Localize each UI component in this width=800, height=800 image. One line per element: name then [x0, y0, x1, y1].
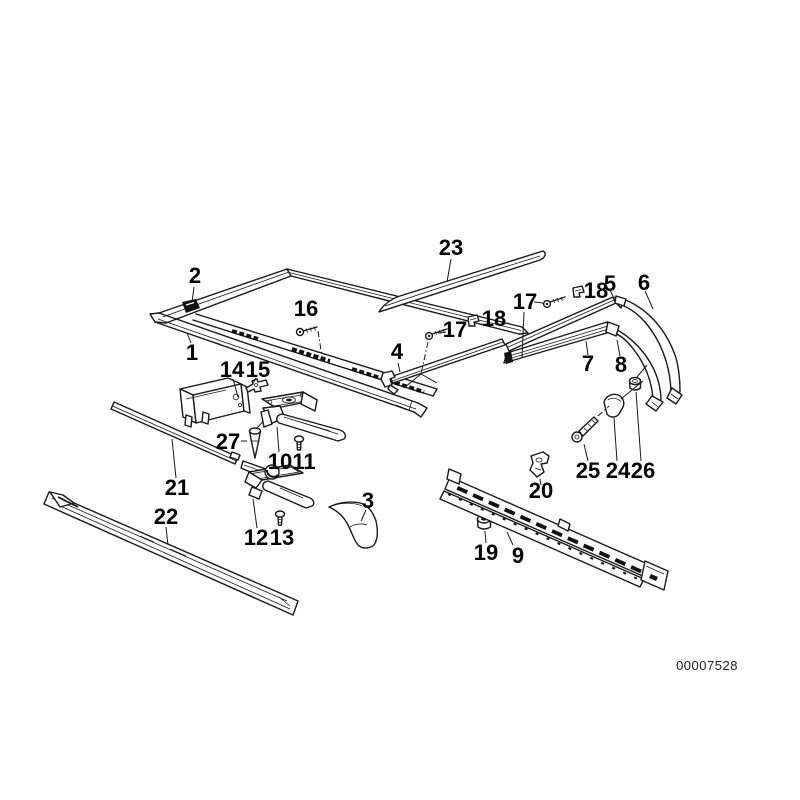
- callout-8: 8: [615, 352, 627, 377]
- callout-23: 23: [439, 235, 463, 260]
- clip-part-20: [529, 451, 550, 486]
- leader-lines: [165, 258, 654, 546]
- callout-2: 2: [189, 263, 201, 288]
- screw-part-11: [293, 435, 305, 451]
- bracket-part-14: [179, 377, 251, 428]
- callout-11: 11: [292, 449, 315, 474]
- callout-7: 7: [582, 351, 594, 376]
- screw-part-17-left: [424, 328, 448, 341]
- sill-part-22: [43, 491, 299, 616]
- corner-trim-part-3: [328, 501, 379, 549]
- callout-24: 24: [606, 458, 631, 483]
- screw-part-13: [274, 510, 286, 526]
- callout-21: 21: [165, 475, 189, 500]
- callout-25: 25: [576, 458, 600, 483]
- trim-band-part-6: [614, 295, 683, 405]
- callout-3: 3: [362, 488, 374, 513]
- callout-4: 4: [391, 339, 404, 364]
- callout-26: 26: [631, 458, 655, 483]
- callout-18-left: 18: [482, 306, 506, 331]
- callout-19: 19: [474, 540, 498, 565]
- slider-part-10: [260, 391, 347, 442]
- trim-band-part-8: [605, 321, 664, 412]
- document-code: 00007528: [676, 658, 738, 673]
- callout-17-right: 17: [513, 289, 537, 314]
- callout-14: 14: [220, 357, 245, 382]
- clip-part-18-left: [467, 314, 480, 327]
- callout-16: 16: [294, 296, 318, 321]
- nut-part-26: [628, 364, 648, 462]
- callout-17-left: 17: [443, 317, 467, 342]
- screw-part-25: [571, 405, 610, 462]
- corner-clamp-part-2: [182, 299, 200, 313]
- callout-27: 27: [216, 429, 240, 454]
- sill-strip-holes: [456, 486, 642, 574]
- slider-part-12: [244, 464, 315, 509]
- callout-13: 13: [270, 525, 294, 550]
- callout-labels: 1 2 3 4 5 6 7 8 9 10 11 12 13 14 15 16 1…: [154, 235, 655, 568]
- rail-part-4: [380, 338, 506, 395]
- callout-1: 1: [186, 340, 198, 365]
- screw-part-16: [295, 326, 324, 364]
- clip-part-18-right: [572, 285, 585, 298]
- sill-strip-part-9: [439, 468, 669, 591]
- strip-part-21: [110, 401, 271, 478]
- cap-part-24: [603, 380, 644, 462]
- callout-9: 9: [512, 543, 524, 568]
- callout-22: 22: [154, 504, 178, 529]
- screw-part-17-right: [533, 296, 566, 309]
- bolt-part-15: [245, 378, 269, 393]
- cover-strip-part-23: [378, 250, 546, 313]
- callout-12: 12: [244, 525, 268, 550]
- callout-6: 6: [638, 270, 650, 295]
- callout-15: 15: [246, 357, 270, 382]
- callout-20: 20: [529, 478, 553, 503]
- callout-10: 10: [268, 449, 292, 474]
- callout-18-right: 18: [584, 278, 608, 303]
- callout-5: 5: [604, 271, 616, 296]
